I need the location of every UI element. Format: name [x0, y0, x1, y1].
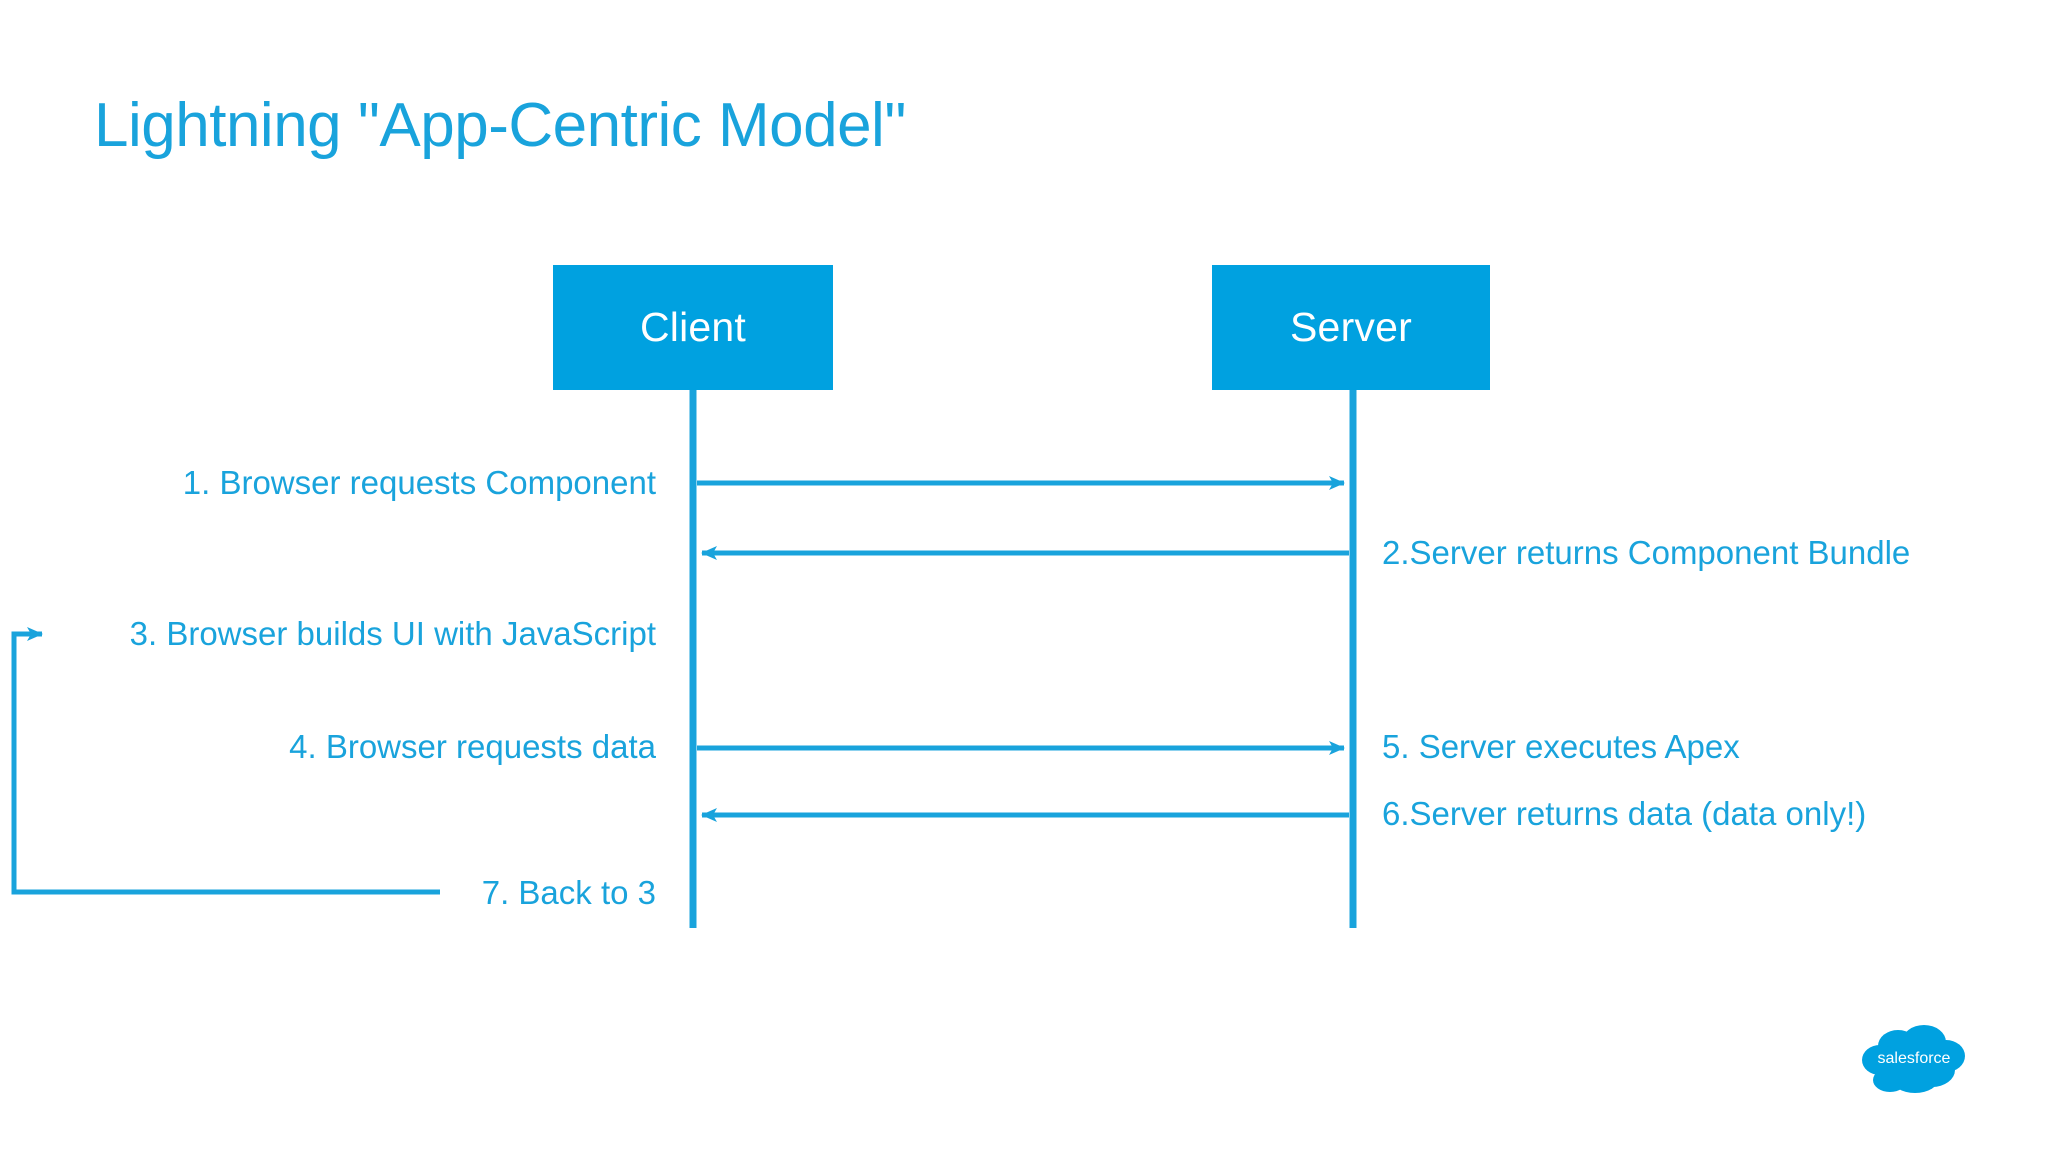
- salesforce-wordmark: salesforce: [1878, 1050, 1951, 1067]
- step-label-4: 4. Browser requests data: [289, 728, 656, 765]
- cloud-shape: [1862, 1025, 1965, 1093]
- participant-label-server: Server: [1290, 304, 1412, 350]
- step-label-5: 5. Server executes Apex: [1382, 728, 1740, 765]
- step-label-3: 3. Browser builds UI with JavaScript: [129, 615, 656, 652]
- page-title: Lightning "App-Centric Model": [94, 91, 906, 160]
- participant-box-client[interactable]: Client: [553, 265, 833, 390]
- participant-label-client: Client: [639, 304, 747, 350]
- step-label-2: 2.Server returns Component Bundle: [1382, 534, 1911, 571]
- salesforce-cloud-logo: salesforce: [1860, 1022, 1970, 1102]
- step-label-6: 6.Server returns data (data only!): [1382, 795, 1867, 832]
- step-label-7: 7. Back to 3: [481, 874, 656, 911]
- step-label-1: 1. Browser requests Component: [182, 464, 656, 501]
- participant-box-server[interactable]: Server: [1212, 265, 1490, 390]
